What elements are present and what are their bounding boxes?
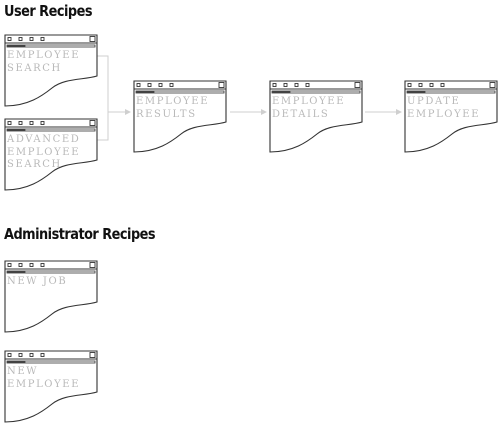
administrator-recipes-heading: Administrator Recipes [4,225,156,243]
card-label: EMPLOYEE DETAILS [272,96,346,120]
page-outline-icon [4,350,98,423]
connector-search-to-results [97,55,126,113]
page-outline-icon [4,34,98,107]
employee-search-page[interactable]: EMPLOYEE SEARCH [4,34,98,108]
card-label: NEW EMPLOYEE [7,366,81,390]
arrowhead-details [261,109,267,115]
new-job-page[interactable]: NEW JOB [4,260,98,334]
connector-advanced-to-results [97,112,109,141]
page-outline-icon [269,80,363,153]
new-employee-page[interactable]: NEW EMPLOYEE [4,350,98,424]
employee-results-page[interactable]: EMPLOYEE RESULTS [133,80,227,154]
page-outline-icon [4,260,98,333]
update-employee-page[interactable]: UPDATE EMPLOYEE [404,80,498,154]
card-label: NEW JOB [7,276,68,287]
employee-details-page[interactable]: EMPLOYEE DETAILS [269,80,363,154]
page-outline-icon [133,80,227,153]
card-label: EMPLOYEE SEARCH [7,50,81,74]
page-outline-icon [404,80,498,153]
card-label: UPDATE EMPLOYEE [407,96,481,120]
card-label: EMPLOYEE RESULTS [136,96,210,120]
page-outline-icon [4,118,98,191]
arrowhead-results [125,109,131,115]
user-recipes-heading: User Recipes [4,2,93,20]
arrowhead-update [396,109,402,115]
advanced-employee-search-page[interactable]: ADVANCED EMPLOYEE SEARCH [4,118,98,192]
card-label: ADVANCED EMPLOYEE SEARCH [7,134,81,170]
